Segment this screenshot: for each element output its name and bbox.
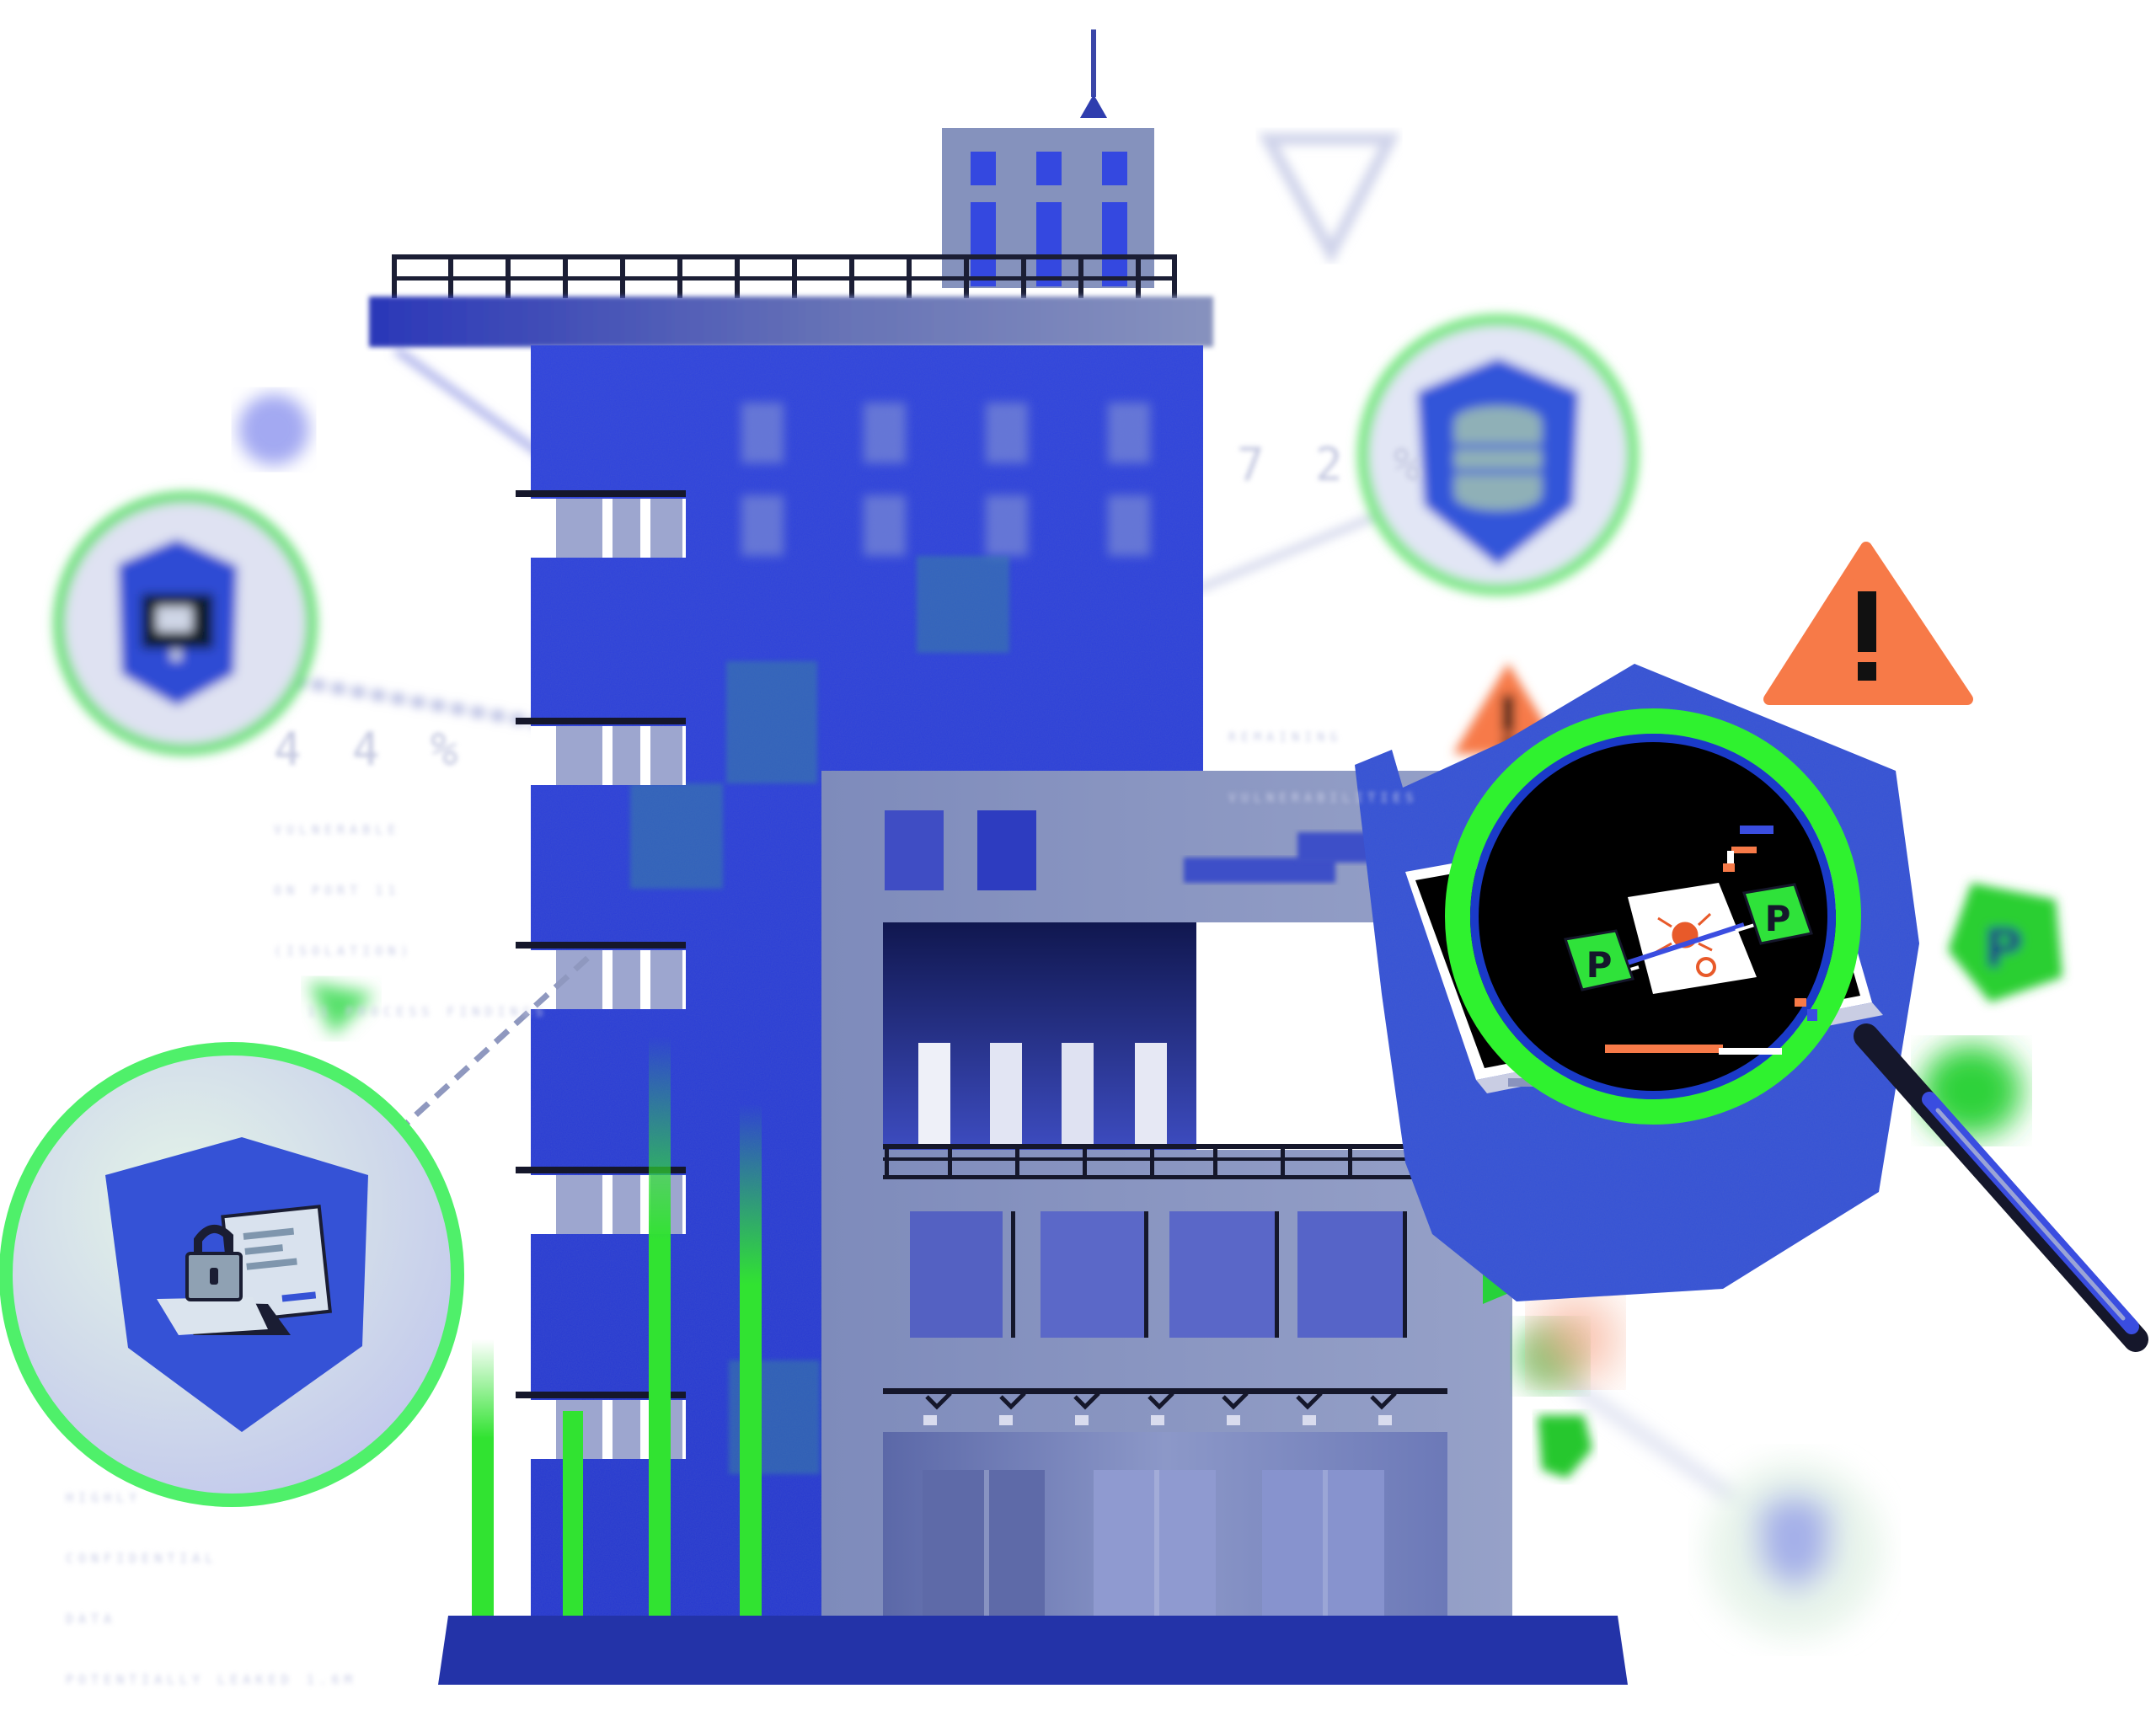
balcony-railing: [883, 1144, 1431, 1179]
pentagon-badge: P: [1948, 883, 2062, 1002]
glow-dot: [238, 394, 309, 465]
roof-railing: [392, 254, 1177, 298]
bottom-left-caption-block: HIGHLY CONFIDENTIAL DATA POTENTIALLY LEA…: [66, 1447, 357, 1710]
right-percentage: 7 2 %: [1237, 438, 1433, 491]
left-caption-line: ON PORT 11: [274, 883, 401, 898]
ground-doors: [883, 1432, 1447, 1630]
svg-text:P: P: [1765, 898, 1791, 939]
left-percentage: 4 4 %: [274, 723, 470, 776]
connector-line: [1565, 1377, 1738, 1504]
left-caption-line: VULNERABLE: [274, 822, 401, 837]
left-caption-line: (ISOLATION): [274, 943, 414, 959]
node-badge-right: P: [1742, 883, 1813, 945]
svg-text:P: P: [1586, 944, 1613, 986]
connector-line: [393, 346, 550, 462]
triangle-marker-icon: [308, 981, 375, 1036]
bottom-caption-line: HIGHLY: [66, 1490, 142, 1505]
lock-document-shield-icon: [0, 1042, 464, 1507]
left-caption-block: VULNERABLE ON PORT 11 (ISOLATION) 11 PRO…: [274, 779, 548, 1042]
warning-icon: [1763, 542, 1973, 705]
connector-line: [1195, 510, 1383, 593]
monitor-folder-shield-icon: [53, 491, 318, 756]
right-decor: P: [1453, 663, 2062, 1638]
lens-contents: P P: [1550, 804, 1817, 1055]
dashed-connector: [393, 954, 592, 1136]
ledge-ticks: [925, 1392, 1397, 1410]
tower: [369, 29, 1628, 1685]
magnifying-glass-icon: P P: [1445, 708, 2148, 1352]
roof-slab: [369, 297, 1213, 347]
right-caption-line: VULNERABILITIES: [1228, 790, 1419, 805]
right-caption-line: REMAINING: [1228, 729, 1343, 745]
right-caption-block: REMAINING VULNERABILITIES: [1228, 687, 1418, 828]
base-plinth: [438, 1616, 1628, 1685]
bottom-caption-line: POTENTIALLY LEAKED 1.6M: [66, 1672, 357, 1687]
bottom-caption-line: DATA: [66, 1611, 117, 1627]
database-shield-icon: [1357, 314, 1639, 596]
side-balconies: [516, 490, 686, 1459]
window-panels: [910, 1211, 1407, 1338]
node-badge-left: P: [1564, 929, 1634, 991]
bottom-caption-line: CONFIDENTIAL: [66, 1551, 218, 1566]
antenna-base: [1080, 94, 1107, 118]
triangle-outline-icon: [1258, 133, 1400, 265]
svg-text:P: P: [1984, 918, 2024, 981]
green-data-bars: [472, 1036, 762, 1622]
faded-shield-node: [1706, 1462, 1883, 1638]
left-caption-line: 11 PROCESS FINDINGS: [308, 1004, 548, 1019]
